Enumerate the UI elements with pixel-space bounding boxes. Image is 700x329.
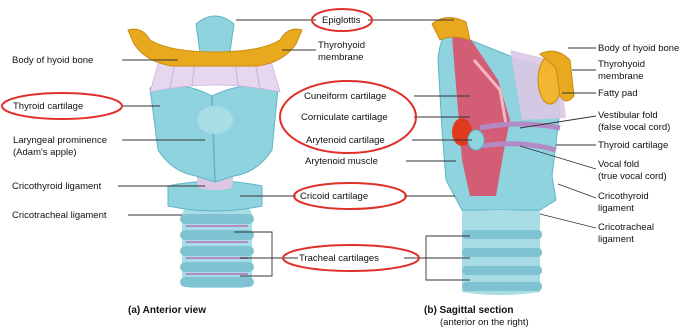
caption-sagittal-subtitle: (anterior on the right) — [440, 317, 529, 328]
label-true-vocal-cord: (true vocal cord) — [598, 171, 667, 182]
label-cuneiform: Cuneiform cartilage — [304, 91, 386, 102]
label-epiglottis: Epiglottis — [322, 15, 361, 26]
label-cricothyroid-left: Cricothyroid ligament — [12, 181, 102, 192]
epiglottis-anterior — [196, 16, 234, 52]
label-thyrohyoid-middle-2: membrane — [318, 52, 363, 63]
anterior-view-illustration — [128, 16, 302, 288]
caption-anterior-view: (a) Anterior view — [128, 305, 206, 316]
label-thyroid-cartilage-right: Thyroid cartilage — [598, 140, 668, 151]
label-thyrohyoid-right-2: membrane — [598, 71, 643, 82]
caption-sagittal-section: (b) Sagittal section — [424, 305, 513, 316]
label-vestibular-fold: Vestibular fold — [598, 110, 658, 121]
label-cricothyroid-right-1: Cricothyroid — [598, 191, 649, 202]
label-fatty-pad: Fatty pad — [598, 88, 638, 99]
label-false-vocal-cord: (false vocal cord) — [598, 122, 670, 133]
epiglottis-sagittal — [432, 17, 470, 40]
label-adams-apple: (Adam's apple) — [13, 147, 77, 158]
label-laryngeal-prominence: Laryngeal prominence — [13, 135, 107, 146]
labels-left: Body of hyoid bone Thyroid cartilage Lar… — [12, 55, 107, 221]
label-corniculate: Corniculate cartilage — [301, 112, 388, 123]
labels-middle: Epiglottis Thyrohyoid membrane Cuneiform… — [299, 15, 388, 264]
label-thyroid-cartilage-left: Thyroid cartilage — [13, 101, 83, 112]
labels-right: Body of hyoid bone Thyrohyoid membrane F… — [598, 43, 679, 245]
label-cricoid: Cricoid cartilage — [300, 191, 368, 202]
label-tracheal: Tracheal cartilages — [299, 253, 379, 264]
label-cricothyroid-right-2: ligament — [598, 203, 634, 214]
captions: (a) Anterior view (b) Sagittal section (… — [128, 305, 529, 328]
label-body-of-hyoid-left: Body of hyoid bone — [12, 55, 93, 66]
label-vocal-fold: Vocal fold — [598, 159, 639, 170]
label-cricotracheal-left: Cricotracheal ligament — [12, 210, 107, 221]
label-thyrohyoid-right-1: Thyrohyoid — [598, 59, 645, 70]
label-cricotracheal-right-1: Cricotracheal — [598, 222, 654, 233]
label-arytenoid-cartilage: Arytenoid cartilage — [306, 135, 385, 146]
label-arytenoid-muscle: Arytenoid muscle — [305, 156, 378, 167]
label-thyrohyoid-middle-1: Thyrohyoid — [318, 40, 365, 51]
label-cricotracheal-right-2: ligament — [598, 234, 634, 245]
label-body-of-hyoid-right: Body of hyoid bone — [598, 43, 679, 54]
